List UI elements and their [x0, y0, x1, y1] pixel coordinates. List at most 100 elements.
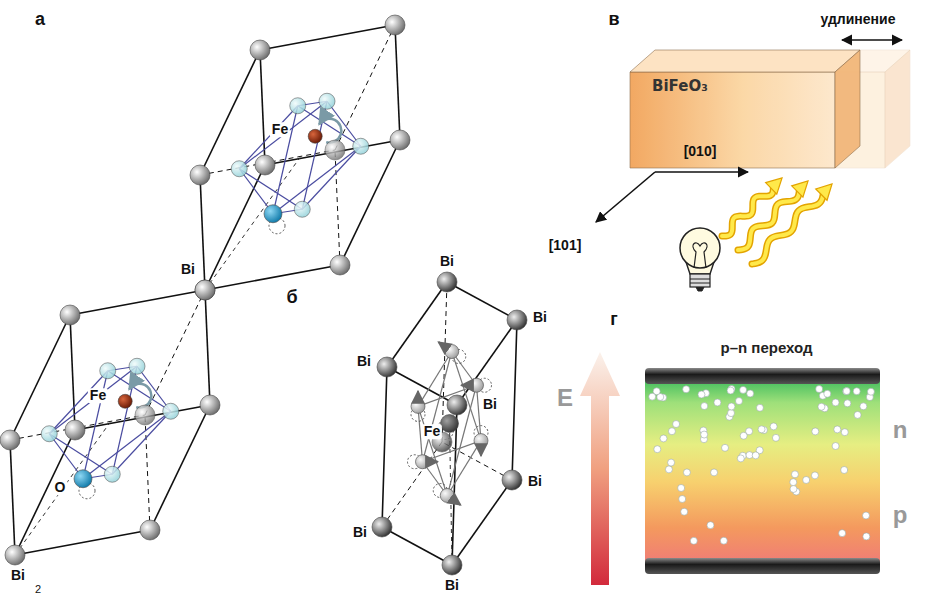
pn-junction	[580, 352, 880, 585]
crystal-face	[630, 50, 860, 72]
panel-heading: p–n переход	[645, 339, 888, 356]
bismuth-atom	[140, 520, 160, 540]
atom-label: Bi	[531, 310, 549, 325]
charge-carrier	[758, 426, 765, 433]
charge-carrier	[722, 444, 729, 451]
cell-edge	[205, 290, 210, 405]
charge-carrier	[811, 472, 818, 479]
bismuth-atom	[190, 165, 210, 185]
bismuth-atom	[507, 310, 527, 330]
light-wave	[752, 192, 824, 264]
bulb-tip	[696, 287, 704, 291]
octahedron-edge	[273, 146, 361, 214]
cell-edge	[260, 25, 395, 50]
charge-carrier	[844, 400, 851, 407]
cell-edge	[452, 480, 512, 565]
bismuth-atom	[442, 555, 462, 575]
cell-edge	[70, 315, 75, 430]
unit-cells	[0, 15, 410, 565]
octahedron-edge	[298, 106, 361, 147]
charge-carrier	[832, 443, 839, 450]
region-label: n	[891, 417, 910, 443]
atom-label: Fe	[422, 424, 442, 439]
charge-carrier	[737, 455, 744, 462]
octahedron-edge	[49, 434, 112, 475]
cell-edge	[457, 320, 517, 405]
bismuth-atom	[255, 155, 275, 175]
charge-carrier	[740, 432, 747, 439]
charge-carrier	[747, 390, 754, 397]
light-arrowhead	[816, 184, 832, 200]
charge-carrier	[854, 411, 861, 418]
light-wave	[752, 192, 824, 264]
cell-edge	[10, 440, 15, 555]
oxygen-atom	[74, 470, 92, 488]
iron-atom	[118, 394, 132, 408]
charge-carrier	[790, 485, 797, 492]
charge-carrier	[649, 393, 656, 400]
cell-edge	[205, 265, 340, 290]
charge-carrier	[812, 428, 819, 435]
atom-label: Bi	[481, 397, 499, 412]
charge-carrier	[681, 508, 688, 515]
charge-carrier	[707, 522, 714, 529]
light-bulb	[680, 228, 720, 291]
charge-carrier	[860, 403, 867, 410]
bulb-base	[690, 274, 710, 287]
cell-edge	[335, 25, 395, 150]
charge-carrier	[673, 421, 680, 428]
charge-carrier	[832, 399, 839, 406]
bismuth-atom	[447, 395, 467, 415]
bismuth-atom	[0, 430, 20, 450]
charge-carrier	[679, 495, 686, 502]
charge-carrier	[701, 403, 708, 410]
bismuth-atom	[135, 405, 155, 425]
junction-body	[645, 376, 880, 566]
rotation-arrow	[319, 119, 341, 143]
charge-carrier	[728, 410, 735, 417]
bulb-thread	[690, 279, 710, 283]
light-arrowhead	[766, 178, 782, 194]
charge-carrier	[843, 388, 850, 395]
atom-label: Bi	[443, 578, 461, 593]
charge-carrier	[803, 476, 810, 483]
octahedron-edge	[83, 411, 171, 479]
bismuth-atom	[65, 420, 85, 440]
panel-letter: а	[33, 10, 47, 30]
oxygen-atom	[416, 455, 430, 469]
octahedron-edge	[49, 366, 137, 434]
page-number: 2	[33, 583, 43, 595]
charge-carrier	[818, 403, 825, 410]
octahedron-edge	[418, 352, 452, 407]
charge-carrier	[752, 452, 759, 459]
charge-carrier	[853, 388, 860, 395]
axis-label: [101]	[547, 238, 584, 253]
charge-carrier	[720, 537, 727, 544]
displacement-arrow	[430, 461, 438, 463]
bar-panel	[596, 40, 910, 291]
charge-carrier	[834, 426, 841, 433]
charge-carrier	[770, 423, 777, 430]
electrode	[645, 368, 880, 384]
elongation-ghost	[885, 50, 910, 168]
oxygen-atom	[264, 205, 282, 223]
charge-carrier	[867, 388, 874, 395]
cell-edge	[395, 25, 400, 140]
bismuth-atom	[437, 272, 457, 292]
cell-edge	[382, 367, 387, 527]
axis-arrow	[596, 172, 655, 222]
charge-carrier	[714, 399, 721, 406]
junction-box: p–n переход	[645, 368, 888, 574]
cell-edge	[512, 320, 517, 480]
oxygen-atom	[231, 161, 247, 177]
panel-letter: б	[284, 288, 299, 308]
electrode	[645, 558, 880, 574]
charge-carrier	[678, 484, 685, 491]
atom-label: Bi	[351, 525, 369, 540]
charge-carrier	[701, 431, 708, 438]
charge-carrier	[683, 386, 690, 393]
charge-carrier	[863, 512, 870, 519]
charge-carrier	[791, 471, 798, 478]
octahedron-edge	[108, 371, 171, 412]
